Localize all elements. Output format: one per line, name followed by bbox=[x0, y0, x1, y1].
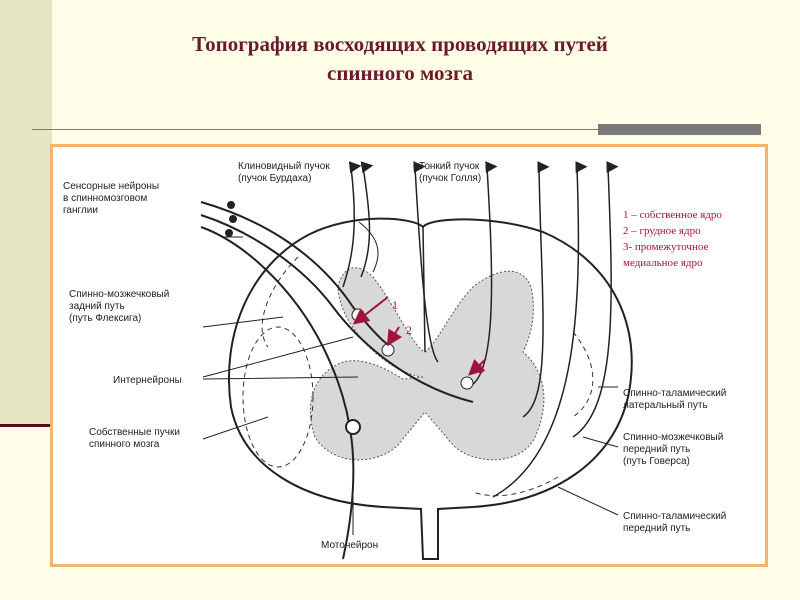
legend-item-2: 2 – грудное ядро bbox=[623, 225, 701, 237]
marker-1-label: 1 bbox=[392, 298, 398, 312]
marker-2-arrow bbox=[386, 326, 403, 347]
marker-3-label: 3 bbox=[478, 362, 484, 376]
sensory-fiber-1 bbox=[200, 201, 394, 348]
label-goll: Тонкий пучок (пучок Голля) bbox=[419, 161, 482, 184]
nucleus-3-intermediomedial bbox=[460, 376, 474, 390]
slide-title-line-1: Топография восходящих проводящих путей bbox=[192, 32, 608, 56]
spinal-cord-diagram: 1 2 3 Сенсорные нейроны в спинномозговом… bbox=[63, 161, 729, 560]
axon-4 bbox=[522, 161, 550, 418]
motoneuron-cell bbox=[345, 419, 361, 435]
marker-1-arrow bbox=[352, 296, 389, 325]
sensory-fiber-2 bbox=[200, 214, 474, 403]
flechsig-leader bbox=[202, 316, 284, 328]
lateral-spinothalamic-tract bbox=[572, 331, 594, 418]
axon-5 bbox=[492, 161, 588, 498]
interneuron-leaders bbox=[202, 336, 359, 380]
label-gowers: Спинно-мозжечковый передний путь (путь Г… bbox=[623, 432, 726, 467]
label-own-bundles: Собственные пучки спинного мозга bbox=[89, 426, 183, 450]
spinal-cord-outline bbox=[227, 217, 633, 560]
nuclei-legend: 1 – собственное ядро 2 – грудное ядро 3-… bbox=[623, 207, 783, 271]
marker-2-label: 2 bbox=[406, 323, 412, 337]
axon-3 bbox=[467, 161, 498, 388]
title-divider-block bbox=[598, 124, 761, 135]
own-bundles-leader bbox=[202, 416, 269, 440]
slide-title-line-2: спинного мозга bbox=[327, 61, 473, 85]
gowers-leader bbox=[582, 436, 619, 448]
anterior-spinothalamic-leader bbox=[557, 486, 619, 516]
title-divider-line bbox=[32, 129, 598, 130]
left-decor-line bbox=[0, 424, 52, 427]
left-decor-bar bbox=[0, 0, 52, 424]
axon-6 bbox=[572, 161, 619, 438]
label-burdach: Клиновидный пучок (пучок Бурдаха) bbox=[238, 161, 332, 184]
figure-frame: 1 2 3 Сенсорные нейроны в спинномозговом… bbox=[50, 144, 768, 567]
ganglion-cell-3 bbox=[225, 229, 233, 237]
burdach-axon bbox=[342, 161, 362, 288]
ganglion-cell-1 bbox=[227, 201, 235, 209]
nucleus-2-thoracic bbox=[381, 343, 395, 357]
label-lateral-spinothalamic: Спинно-таламический латеральный путь bbox=[623, 388, 729, 411]
legend-item-3: 3- промежуточное bbox=[623, 241, 709, 253]
label-interneurons: Интернейроны bbox=[113, 375, 182, 386]
ganglion-cell-2 bbox=[229, 215, 237, 223]
label-motoneuron: Мотонейрон bbox=[321, 540, 378, 551]
anterior-spinothalamic-tract bbox=[472, 476, 559, 497]
flechsig-tract bbox=[261, 256, 299, 348]
label-anterior-spinothalamic: Спинно-таламический передний путь bbox=[623, 511, 729, 534]
slide-title: Топография восходящих проводящих путей с… bbox=[100, 30, 700, 88]
own-bundles-tract bbox=[242, 326, 314, 468]
marker-3-arrow bbox=[468, 358, 487, 376]
legend-item-3-cont: медиальное ядро bbox=[623, 257, 703, 269]
burdach-boundary bbox=[358, 221, 379, 273]
goll-axon-1 bbox=[360, 161, 374, 278]
legend-item-1: 1 – собственное ядро bbox=[623, 209, 722, 221]
label-sensory-neurons: Сенсорные нейроны в спинномозговом гангл… bbox=[63, 181, 162, 216]
label-flechsig: Спинно-мозжечковый задний путь (путь Фле… bbox=[69, 289, 172, 324]
goll-axon-2 bbox=[413, 161, 439, 363]
